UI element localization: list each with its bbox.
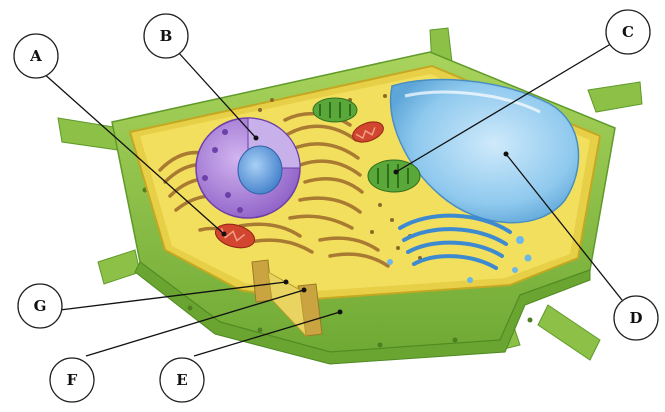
callout-f: F	[50, 358, 94, 402]
callout-d: D	[614, 296, 658, 340]
label-f: F	[67, 371, 78, 389]
callout-e: E	[160, 358, 204, 402]
callout-a: A	[14, 34, 58, 78]
callout-b: B	[144, 14, 188, 58]
label-a: A	[29, 47, 42, 65]
label-e: E	[176, 371, 187, 389]
label-b: B	[160, 27, 173, 45]
label-c: C	[622, 23, 634, 41]
callout-c: C	[606, 10, 650, 54]
callout-g: G	[18, 284, 62, 328]
nucleus	[196, 118, 300, 218]
label-d: D	[629, 309, 642, 327]
label-g: G	[34, 297, 47, 315]
